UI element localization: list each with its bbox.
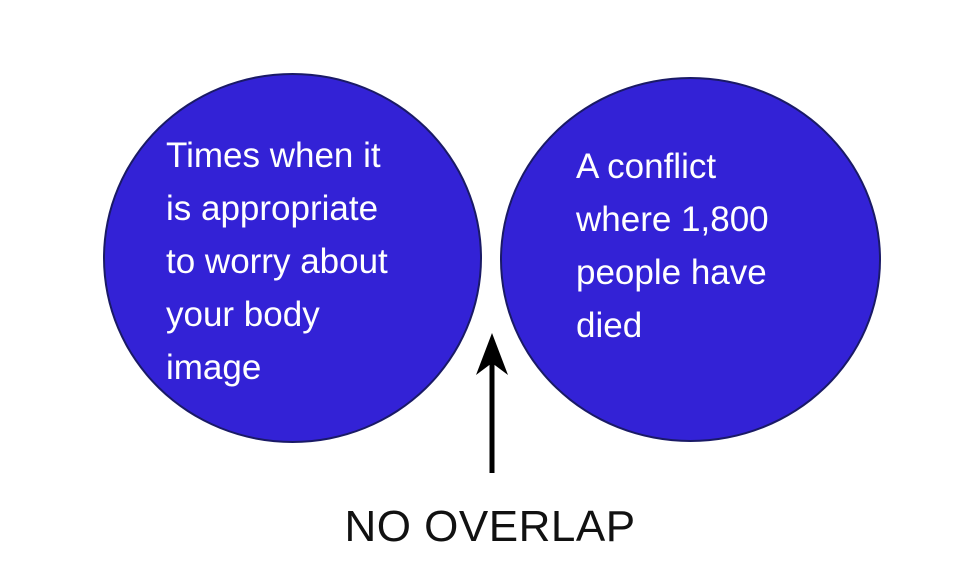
up-arrow-icon [476, 333, 508, 473]
left-set-circle [103, 73, 482, 443]
arrow-shaft [489, 359, 495, 473]
right-set-circle [500, 77, 881, 442]
arrow-head [476, 333, 508, 375]
no-overlap-caption: NO OVERLAP [344, 502, 636, 551]
